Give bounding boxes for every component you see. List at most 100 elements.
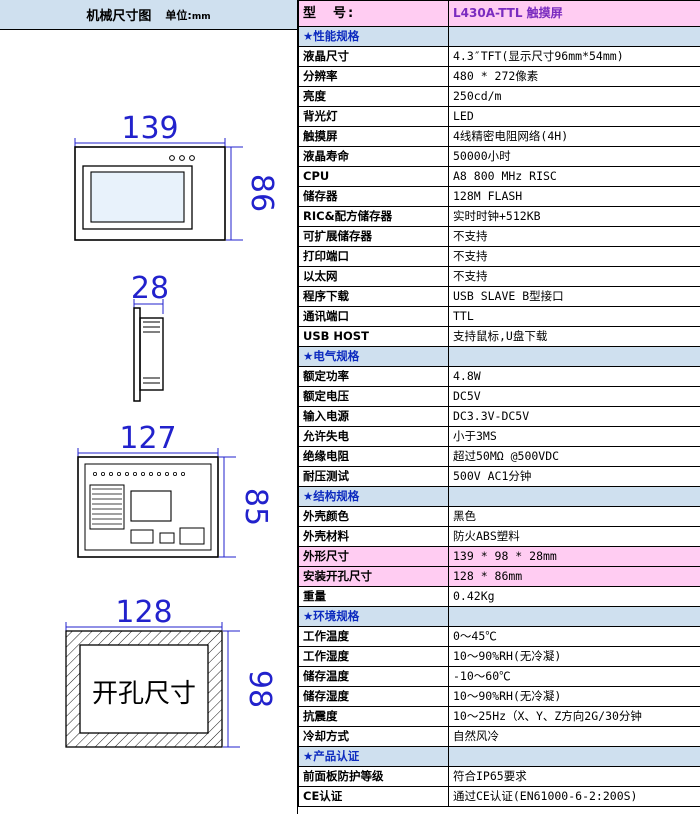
spec-name: 前面板防护等级: [298, 766, 449, 787]
drawing-svg: 139 86 28: [65, 111, 279, 748]
spec-name: 储存温度: [298, 666, 449, 687]
spec-value: [448, 486, 700, 507]
spec-value: 防火ABS塑料: [448, 526, 700, 547]
dim-back-width: 127: [119, 421, 176, 456]
spec-name: 工作湿度: [298, 646, 449, 667]
spec-value: 自然风冷: [448, 726, 700, 747]
spec-name: ★产品认证: [298, 746, 449, 767]
spec-value: 128 * 86mm: [448, 566, 700, 587]
spec-value: 4.3″TFT(显示尺寸96mm*54mm): [448, 46, 700, 67]
spec-value: [448, 746, 700, 767]
spec-name: 亮度: [298, 86, 449, 107]
table-section-header: ★性能规格: [298, 26, 700, 47]
table-row-model: 型 号: L430A-TTL 触摸屏: [298, 0, 700, 27]
dim-back-height: 85: [238, 488, 273, 526]
spec-value: A8 800 MHz RISC: [448, 166, 700, 187]
spec-name: 抗震度: [298, 706, 449, 727]
model-label: 型 号:: [298, 0, 449, 27]
spec-name: USB HOST: [298, 326, 449, 347]
table-row: 打印端口不支持: [298, 246, 700, 267]
spec-value: USB SLAVE B型接口: [448, 286, 700, 307]
spec-name: ★结构规格: [298, 486, 449, 507]
spec-name: 额定电压: [298, 386, 449, 407]
dim-cutout-height: 98: [242, 670, 277, 708]
spec-name: 冷却方式: [298, 726, 449, 747]
spec-name: 外壳颜色: [298, 506, 449, 527]
drawing-unit: 单位:mm: [165, 8, 211, 22]
dim-front-width: 139: [121, 111, 178, 146]
spec-value: -10～60℃: [448, 666, 700, 687]
spec-value: [448, 26, 700, 47]
table-row: 以太网不支持: [298, 266, 700, 287]
spec-value: 实时时钟+512KB: [448, 206, 700, 227]
spec-name: CE认证: [298, 786, 449, 807]
spec-value: 0.42Kg: [448, 586, 700, 607]
spec-value: 0～45℃: [448, 626, 700, 647]
spec-value: LED: [448, 106, 700, 127]
spec-name: 额定功率: [298, 366, 449, 387]
spec-name: 以太网: [298, 266, 449, 287]
table-section-header: ★电气规格: [298, 346, 700, 367]
spec-value: 10～90%RH(无冷凝): [448, 646, 700, 667]
spec-name: ★性能规格: [298, 26, 449, 47]
spec-name: ★电气规格: [298, 346, 449, 367]
spec-name: 分辨率: [298, 66, 449, 87]
spec-name: 液晶寿命: [298, 146, 449, 167]
spec-name: 背光灯: [298, 106, 449, 127]
table-row: 绝缘电阻超过50MΩ @500VDC: [298, 446, 700, 467]
drawing-header: 机械尺寸图 单位:mm: [0, 0, 297, 30]
spec-name: 外壳材料: [298, 526, 449, 547]
spec-value: TTL: [448, 306, 700, 327]
dim-cutout-width: 128: [115, 595, 172, 630]
spec-name: 可扩展储存器: [298, 226, 449, 247]
table-row: 外壳材料防火ABS塑料: [298, 526, 700, 547]
spec-name: ★环境规格: [298, 606, 449, 627]
spec-value: 符合IP65要求: [448, 766, 700, 787]
table-section-header: ★结构规格: [298, 486, 700, 507]
table-row: 允许失电小于3MS: [298, 426, 700, 447]
spec-value: 超过50MΩ @500VDC: [448, 446, 700, 467]
spec-name: 程序下载: [298, 286, 449, 307]
spec-value: 10～90%RH(无冷凝): [448, 686, 700, 707]
spec-value: 黑色: [448, 506, 700, 527]
spec-name: 触摸屏: [298, 126, 449, 147]
table-section-header: ★产品认证: [298, 746, 700, 767]
spec-value: 4.8W: [448, 366, 700, 387]
spec-value: 不支持: [448, 226, 700, 247]
dim-front-height: 86: [244, 174, 279, 212]
spec-value: [448, 346, 700, 367]
spec-name: 安装开孔尺寸: [298, 566, 449, 587]
cutout-label: 开孔尺寸: [92, 679, 196, 709]
drawing-canvas: 139 86 28: [0, 30, 297, 813]
mechanical-drawing-panel: 机械尺寸图 单位:mm 139: [0, 0, 298, 814]
spec-name: RIC&配方储存器: [298, 206, 449, 227]
spec-value: 通过CE认证(EN61000-6-2:200S): [448, 786, 700, 807]
spec-value: DC5V: [448, 386, 700, 407]
spec-name: 储存器: [298, 186, 449, 207]
dim-side-depth: 28: [131, 271, 169, 306]
spec-name: 液晶尺寸: [298, 46, 449, 67]
spec-name: 储存湿度: [298, 686, 449, 707]
spec-name: CPU: [298, 166, 449, 187]
spec-name: 允许失电: [298, 426, 449, 447]
table-row: 外壳颜色黑色: [298, 506, 700, 527]
spec-value: 500V AC1分钟: [448, 466, 700, 487]
